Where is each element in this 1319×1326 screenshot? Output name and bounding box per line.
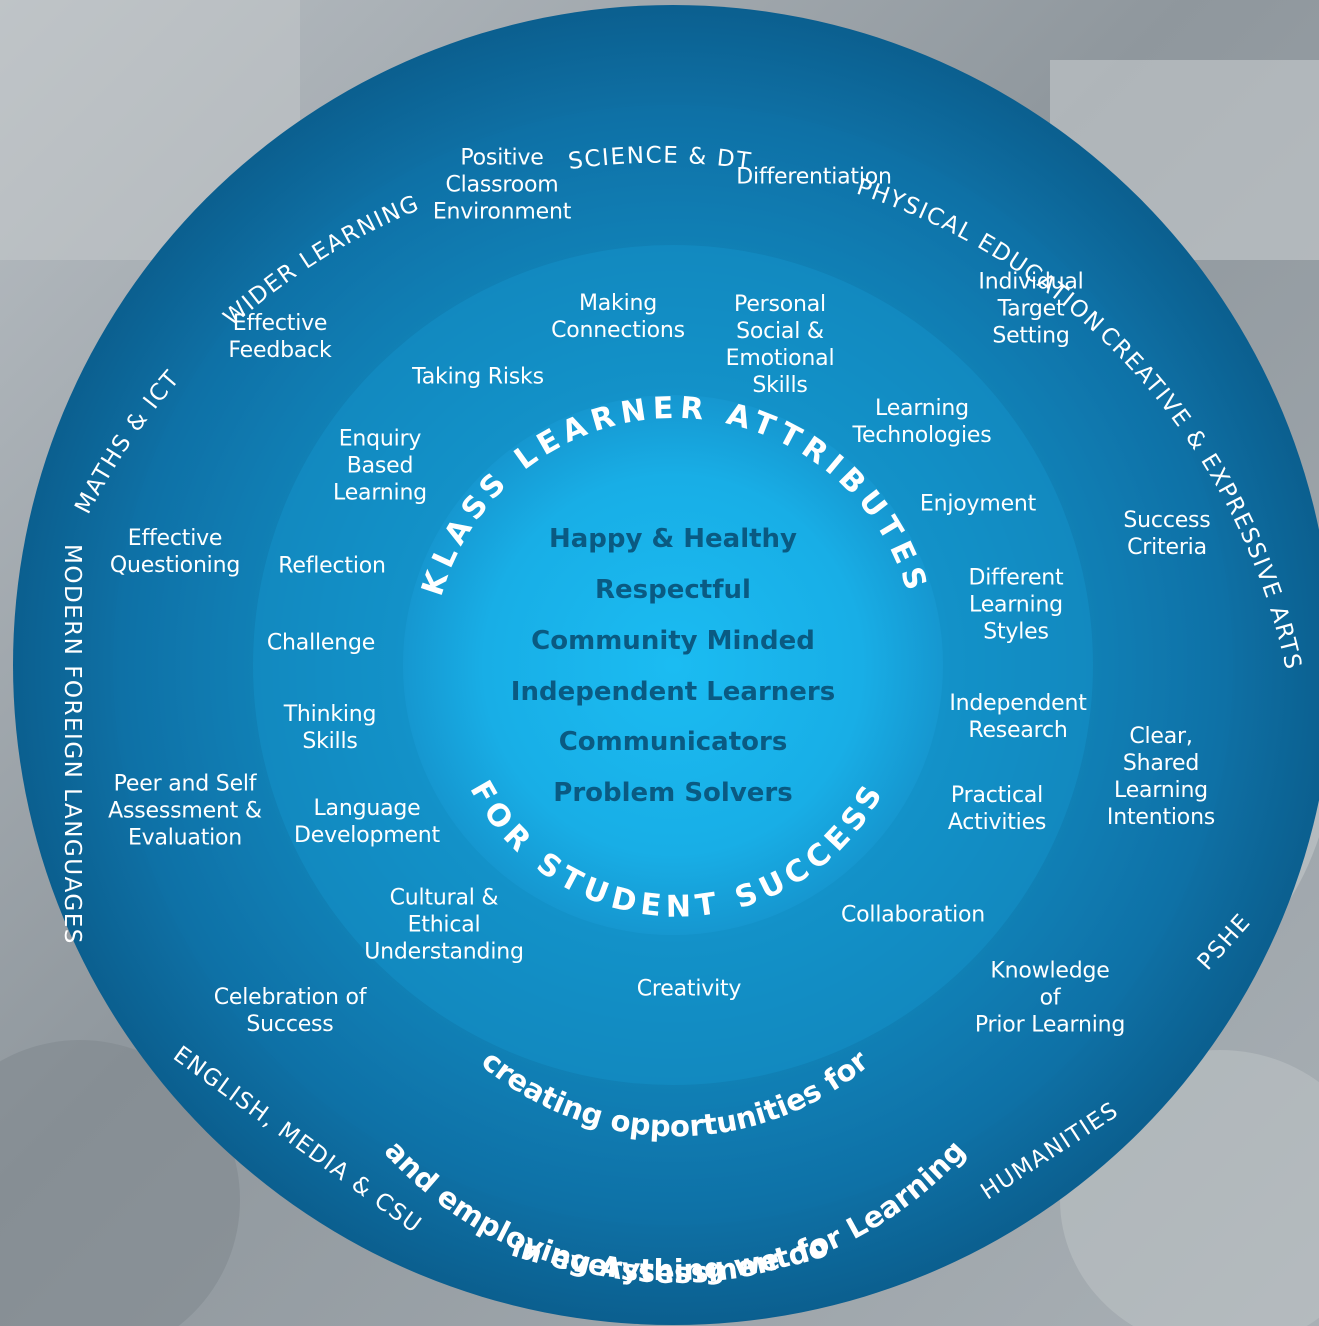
practice-cultural-ethical: Cultural & Ethical Understanding bbox=[364, 885, 524, 965]
practice-individual-target: Individual Target Setting bbox=[978, 269, 1084, 349]
practice-peer-self: Peer and Self Assessment & Evaluation bbox=[108, 771, 262, 851]
practice-effective-feedback: Effective Feedback bbox=[228, 311, 332, 363]
practice-challenge: Challenge bbox=[266, 630, 376, 656]
practice-enquiry-based: Enquiry Based Learning bbox=[333, 426, 427, 506]
practice-practical-activities: Practical Activities bbox=[947, 783, 1047, 835]
practice-knowledge: Knowledge of Prior Learning bbox=[974, 958, 1126, 1038]
practice-differentiation: Differentiation bbox=[736, 164, 892, 190]
practice-creativity: Creativity bbox=[636, 976, 742, 1002]
attribute-problem-solvers: Problem Solvers bbox=[553, 778, 793, 808]
practice-personal-social: Personal Social & Emotional Skills bbox=[725, 292, 835, 398]
practice-positive-classroom: Positive Classroom Environment bbox=[432, 145, 572, 225]
subject-modern-foreign-languages: MODERN FOREIGN LANGUAGES bbox=[59, 544, 85, 945]
center-circle bbox=[403, 395, 943, 935]
practice-success-criteria: Success Criteria bbox=[1123, 508, 1211, 560]
practice-collaboration: Collaboration bbox=[840, 902, 986, 928]
attribute-happy-healthy: Happy & Healthy bbox=[549, 524, 797, 554]
attribute-respectful: Respectful bbox=[595, 575, 751, 605]
practice-language-development: Language Development bbox=[294, 796, 440, 848]
attribute-communicators: Communicators bbox=[558, 727, 788, 757]
practice-celebration: Celebration of Success bbox=[213, 985, 367, 1037]
practice-enjoyment: Enjoyment bbox=[919, 491, 1037, 517]
practice-reflection: Reflection bbox=[278, 553, 386, 579]
practice-making-connections: Making Connections bbox=[551, 291, 685, 343]
practice-effective-questioning: Effective Questioning bbox=[109, 526, 241, 578]
practice-different-styles: Different Learning Styles bbox=[968, 565, 1064, 645]
attribute-community-minded: Community Minded bbox=[531, 626, 815, 656]
practice-independent-research: Independent Research bbox=[949, 691, 1087, 743]
attribute-independent-learners: Independent Learners bbox=[510, 677, 836, 707]
practice-thinking-skills: Thinking Skills bbox=[283, 702, 377, 754]
practice-taking-risks: Taking Risks bbox=[412, 364, 544, 390]
practice-learning-technologies: Learning Technologies bbox=[852, 396, 992, 448]
practice-clear-shared: Clear, Shared Learning Intentions bbox=[1106, 724, 1216, 830]
